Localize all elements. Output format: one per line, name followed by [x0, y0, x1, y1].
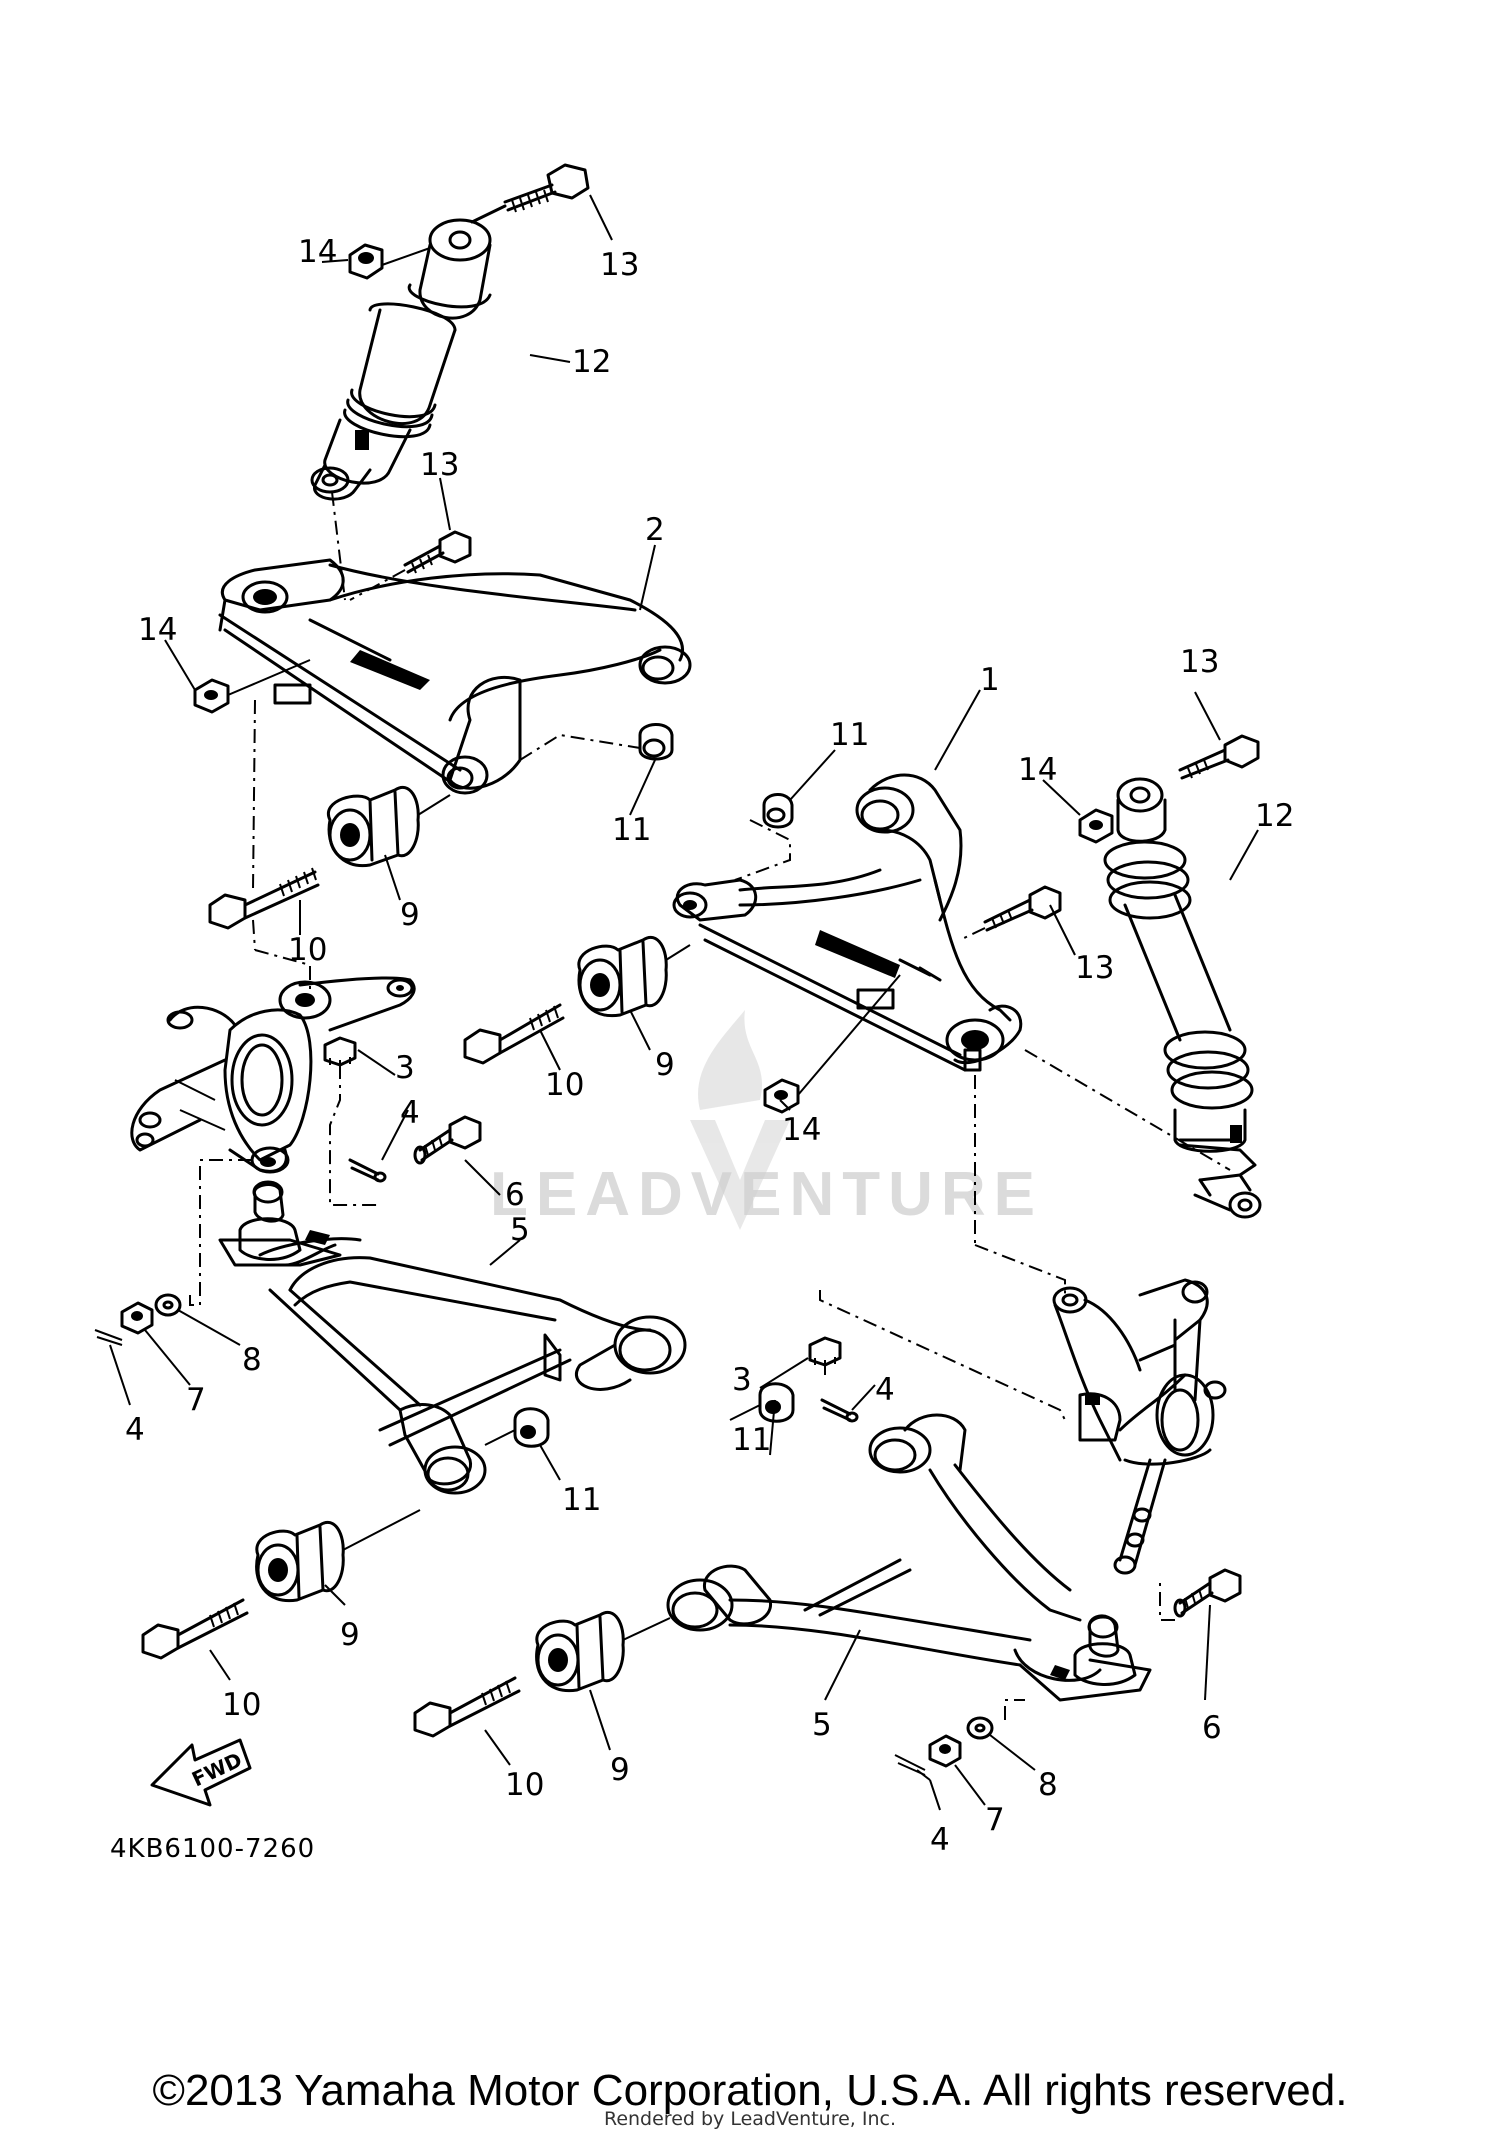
nut-7-right [928, 1734, 962, 1768]
callout-labels: 14 13 12 13 2 14 11 9 10 11 1 13 14 12 1… [125, 234, 1294, 1858]
callout-14: 14 [298, 234, 337, 270]
upper-arm-right [672, 773, 1023, 1072]
steering-knuckle-right [1052, 1278, 1227, 1575]
callout-13: 13 [420, 447, 459, 483]
watermark-text: LEADVENTURE [490, 1160, 1043, 1229]
rendered-by-notice: Rendered by LeadVenture, Inc. [603, 2108, 897, 2130]
callout-11: 11 [732, 1422, 771, 1458]
callout-10: 10 [222, 1687, 261, 1723]
fwd-arrow-icon: FWD [150, 1738, 252, 1807]
bushing-9-upper-right [577, 936, 668, 1018]
watermark: LEADVENTURE [490, 1010, 1043, 1230]
callout-9: 9 [655, 1047, 675, 1083]
nut-3-right [808, 1336, 842, 1367]
washer-11-right-lower [758, 1382, 795, 1423]
callout-4: 4 [875, 1372, 895, 1408]
callout-9: 9 [400, 897, 420, 933]
bushing-9-lower-right [535, 1611, 625, 1693]
callout-5: 5 [510, 1212, 530, 1248]
nut-14-right [1078, 808, 1114, 844]
bolt-13-right-top [1178, 734, 1260, 780]
bolt-13-mid [403, 530, 472, 574]
callout-4: 4 [400, 1095, 420, 1131]
bolt-13-right-mid [983, 885, 1062, 932]
callout-11: 11 [562, 1482, 601, 1518]
steering-knuckle-left [130, 976, 416, 1174]
callout-12: 12 [1255, 798, 1294, 834]
shock-absorber-upper-left [310, 218, 492, 501]
washer-8-right [966, 1716, 994, 1740]
bushing-9-lower-left [255, 1521, 345, 1603]
ball-joint-right-upper [963, 1048, 982, 1072]
callout-3: 3 [732, 1362, 752, 1398]
leader-lines [109, 194, 1259, 1811]
callout-13: 13 [1075, 950, 1114, 986]
nut-14-mid-right [763, 1078, 800, 1114]
watermark-logo-icon [690, 1010, 790, 1230]
callout-10: 10 [545, 1067, 584, 1103]
nut-3-left [323, 1036, 357, 1067]
callout-4: 4 [125, 1412, 145, 1448]
callout-2: 2 [645, 512, 665, 548]
cotter-pin-4-left [348, 1158, 387, 1183]
bushing-9-upper-left [326, 786, 420, 868]
nut-7-left [120, 1301, 154, 1335]
washer-11-lower-left [513, 1407, 550, 1448]
washer-11-mid-left [638, 723, 674, 761]
callout-4: 4 [930, 1822, 950, 1858]
callout-14: 14 [138, 612, 177, 648]
bolt-6-left [413, 1115, 482, 1165]
callout-1: 1 [980, 662, 1000, 698]
callout-9: 9 [340, 1617, 360, 1653]
callout-7: 7 [186, 1382, 206, 1418]
callout-10: 10 [505, 1767, 544, 1803]
bolt-6-right [1173, 1568, 1242, 1618]
callout-6: 6 [1202, 1710, 1222, 1746]
callout-11: 11 [612, 812, 651, 848]
callout-9: 9 [610, 1752, 630, 1788]
washer-8-left [154, 1293, 182, 1317]
callout-12: 12 [572, 344, 611, 380]
callout-14: 14 [782, 1112, 821, 1148]
bolt-10-lower-left [141, 1598, 249, 1660]
callout-3: 3 [395, 1050, 415, 1086]
diagram-code: 4KB6100-7260 [110, 1834, 315, 1864]
callout-13: 13 [600, 247, 639, 283]
copyright-notice: ©2013 Yamaha Motor Corporation, U.S.A. A… [152, 2066, 1348, 2115]
bolt-13-top [503, 163, 590, 213]
callout-14: 14 [1018, 752, 1057, 788]
lower-arm-right [666, 1413, 1152, 1702]
bolt-10-upper-left [208, 867, 320, 930]
shock-absorber-right [1103, 777, 1262, 1219]
bolt-10-lower-right [413, 1676, 521, 1738]
callout-13: 13 [1180, 644, 1219, 680]
callout-10: 10 [288, 932, 327, 968]
lower-arm-left [218, 1180, 687, 1495]
callout-8: 8 [1038, 1767, 1058, 1803]
callout-7: 7 [985, 1802, 1005, 1838]
cotter-pin-4-right-mid [820, 1398, 859, 1423]
bolt-10-upper-right [463, 1003, 565, 1065]
callout-11: 11 [830, 717, 869, 753]
callout-8: 8 [242, 1342, 262, 1378]
callout-5: 5 [812, 1707, 832, 1743]
washer-11-right-top [762, 793, 794, 829]
nut-14-mid-left [193, 678, 230, 714]
upper-arm-left [218, 558, 692, 795]
nut-14-top [348, 243, 384, 280]
callout-6: 6 [505, 1177, 525, 1213]
